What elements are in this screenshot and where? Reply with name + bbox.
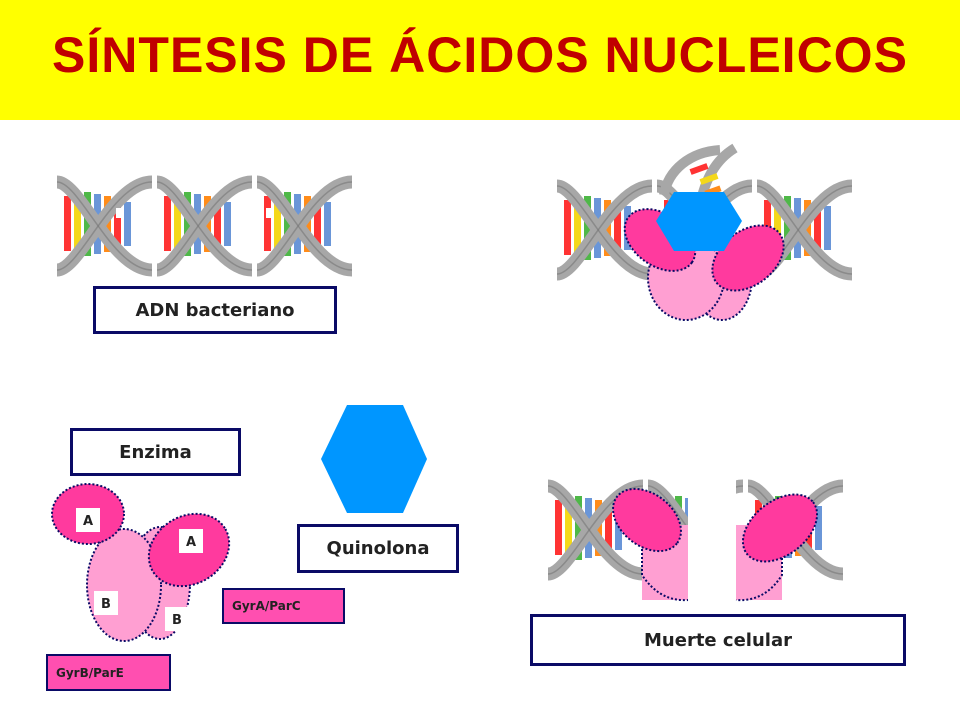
quinolone-hexagon xyxy=(321,405,427,513)
quinolone-hexagon-bound xyxy=(656,192,742,251)
broken-dna-complex xyxy=(548,474,843,604)
gyra-parc-label: GyrA/ParC xyxy=(222,588,345,624)
quinolone-label: Quinolona xyxy=(297,524,459,573)
cleaved-enzyme-left xyxy=(612,487,689,602)
gyrb-pare-label: GyrB/ParE xyxy=(46,654,171,691)
dna-enzyme-quinolone-complex xyxy=(557,143,852,321)
enzyme-a-subunit xyxy=(711,224,785,292)
cleaved-enzyme-right xyxy=(735,493,819,602)
subunit-label-b: B xyxy=(172,613,182,628)
bacterial-dna-helix xyxy=(57,182,352,270)
dna-label: ADN bacteriano xyxy=(93,286,337,334)
enzyme-diagram: A A B B xyxy=(51,483,231,642)
subunit-label-a: A xyxy=(83,514,93,529)
cell-death-label: Muerte celular xyxy=(530,614,906,666)
enzyme-label: Enzima xyxy=(70,428,241,476)
subunit-label-a: A xyxy=(186,535,196,550)
title-banner xyxy=(0,0,960,120)
page-title: SÍNTESIS DE ÁCIDOS NUCLEICOS xyxy=(52,27,908,83)
subunit-label-b: B xyxy=(101,597,111,612)
dna-break-gap xyxy=(688,474,736,604)
